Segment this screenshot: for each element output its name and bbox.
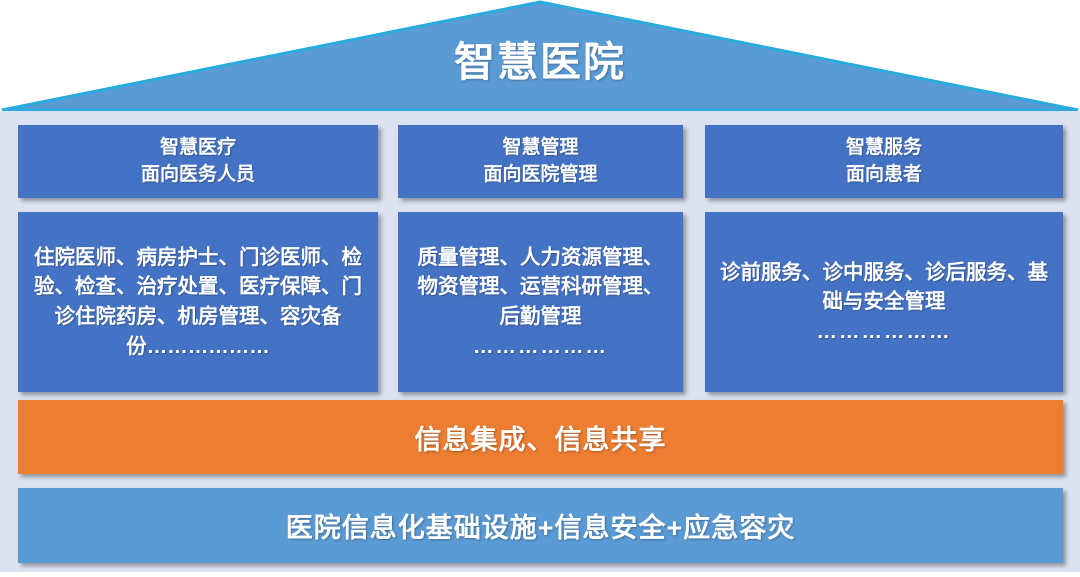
column-body-smart-service[interactable]: 诊前服务、诊中服务、诊后服务、基础与安全管理 ……………… bbox=[705, 212, 1063, 392]
infrastructure-bar[interactable]: 医院信息化基础设施+信息安全+应急容灾 bbox=[18, 488, 1063, 563]
roof-shape: 智慧医院 bbox=[0, 0, 1080, 112]
column-body-smart-medical[interactable]: 住院医师、病房护士、门诊医师、检验、检查、治疗处置、医疗保障、门诊住院药房、机房… bbox=[18, 212, 378, 392]
column-body-dots: ……………… bbox=[473, 334, 608, 358]
column-body-text: 质量管理、人力资源管理、物资管理、运营科研管理、后勤管理 bbox=[417, 245, 664, 328]
column-body-smart-management[interactable]: 质量管理、人力资源管理、物资管理、运营科研管理、后勤管理 ……………… bbox=[398, 212, 683, 392]
information-integration-label: 信息集成、信息共享 bbox=[414, 424, 667, 455]
column-header-smart-management[interactable]: 智慧管理 面向医院管理 bbox=[398, 125, 683, 198]
roof-triangle-icon bbox=[1, 0, 1079, 112]
column-header-title: 智慧医疗 bbox=[159, 137, 236, 159]
infrastructure-label: 医院信息化基础设施+信息安全+应急容灾 bbox=[285, 513, 796, 543]
column-header-subtitle: 面向患者 bbox=[845, 163, 922, 185]
column-body-text: 住院医师、病房护士、门诊医师、检验、检查、治疗处置、医疗保障、门诊住院药房、机房… bbox=[34, 245, 362, 358]
column-header-smart-medical[interactable]: 智慧医疗 面向医务人员 bbox=[18, 125, 378, 198]
column-body-text: 诊前服务、诊中服务、诊后服务、基础与安全管理 bbox=[720, 260, 1048, 314]
information-integration-bar[interactable]: 信息集成、信息共享 bbox=[18, 400, 1063, 474]
column-header-title: 智慧管理 bbox=[502, 137, 579, 159]
column-header-subtitle: 面向医院管理 bbox=[483, 163, 598, 185]
column-header-smart-service[interactable]: 智慧服务 面向患者 bbox=[705, 125, 1063, 198]
page-title: 智慧医院 bbox=[454, 39, 626, 85]
column-body-dots: ……………… bbox=[816, 319, 952, 343]
column-header-title: 智慧服务 bbox=[845, 137, 922, 159]
column-header-subtitle: 面向医务人员 bbox=[140, 163, 255, 185]
